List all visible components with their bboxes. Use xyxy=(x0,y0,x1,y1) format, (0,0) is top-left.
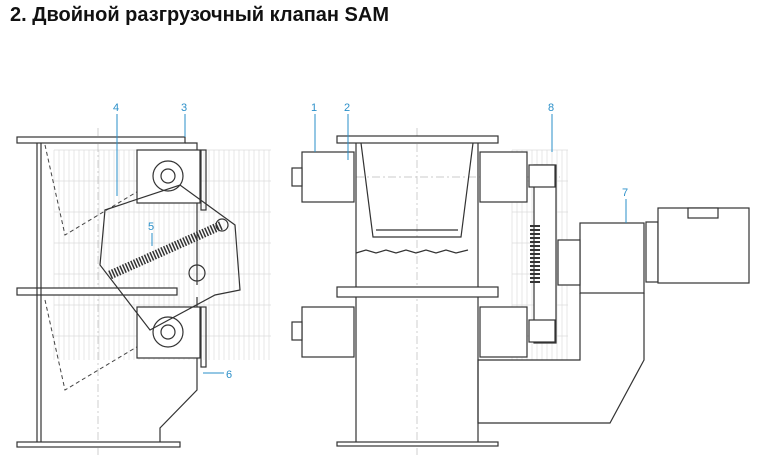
upper-bearing xyxy=(136,149,201,204)
callout-1: 1 xyxy=(311,102,317,114)
callout-2: 2 xyxy=(344,102,350,114)
gearbox xyxy=(579,222,645,294)
motor xyxy=(657,207,750,284)
front-view xyxy=(291,135,750,447)
middle-flange xyxy=(16,287,178,296)
top-flange xyxy=(16,136,186,144)
right-shaft-housing xyxy=(479,151,528,203)
lower-bearing xyxy=(136,306,201,359)
spring xyxy=(108,220,224,280)
middle-flange xyxy=(336,286,499,298)
callout-4: 4 xyxy=(113,102,119,114)
top-flange xyxy=(336,135,499,144)
callouts: 4 3 5 6 1 2 8 7 xyxy=(113,102,628,381)
left-shaft-housing xyxy=(301,151,355,203)
callout-7: 7 xyxy=(622,187,628,199)
side-view xyxy=(16,136,241,448)
bottom-flange xyxy=(16,441,181,448)
bottom-flange xyxy=(336,441,499,447)
lever-plate xyxy=(99,184,241,331)
break-line xyxy=(355,249,469,254)
page-title: 2. Двойной разгрузочный клапан SAM xyxy=(10,4,389,26)
callout-8: 8 xyxy=(548,102,554,114)
callout-5: 5 xyxy=(148,221,154,233)
callout-6: 6 xyxy=(226,369,232,381)
callout-3: 3 xyxy=(181,102,187,114)
